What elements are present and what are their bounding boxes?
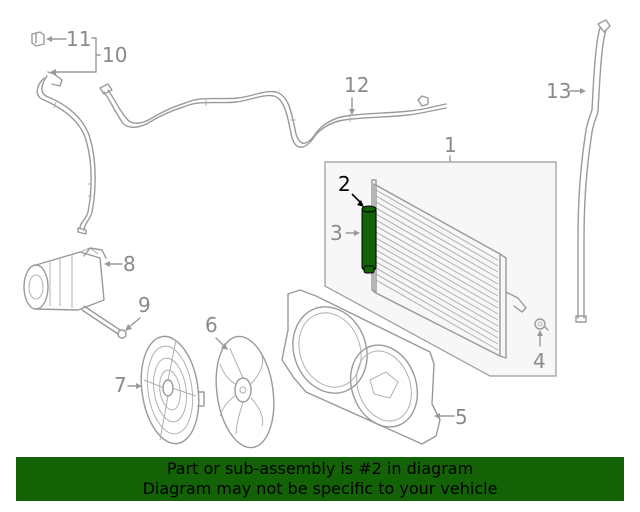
- part-fan-blade-6[interactable]: [209, 333, 280, 452]
- callout-2[interactable]: 2: [338, 172, 364, 207]
- callout-8-label: 8: [123, 252, 136, 276]
- condenser-fins: [375, 189, 499, 351]
- info-banner: Part or sub-assembly is #2 in diagram Di…: [16, 457, 624, 501]
- part-receiver-drier-2[interactable]: [361, 205, 377, 274]
- callout-8[interactable]: 8: [104, 252, 136, 276]
- part-condenser-1[interactable]: [324, 161, 557, 377]
- part-fan-guard-7[interactable]: [135, 333, 205, 448]
- callout-12-label: 12: [344, 73, 369, 97]
- part-hose-10[interactable]: [36, 71, 96, 235]
- callout-3[interactable]: 3: [330, 221, 360, 245]
- banner-line-part: Part or sub-assembly is #2 in diagram: [166, 459, 474, 478]
- callout-10[interactable]: 10: [50, 37, 127, 75]
- part-fitting-4[interactable]: [534, 318, 549, 331]
- callout-7-label: 7: [114, 373, 127, 397]
- callout-3-label: 3: [330, 221, 343, 245]
- part-bolt-9[interactable]: [81, 305, 127, 339]
- callout-5[interactable]: 5: [434, 405, 468, 429]
- callout-9-label: 9: [138, 293, 151, 317]
- callout-13[interactable]: 13: [546, 79, 586, 103]
- callout-11[interactable]: 11: [46, 27, 91, 51]
- callout-6[interactable]: 6: [205, 313, 228, 350]
- part-compressor-8[interactable]: [23, 247, 107, 311]
- part-fan-shroud-5[interactable]: [281, 289, 441, 445]
- part-cap-11[interactable]: [31, 31, 45, 47]
- callout-10-label: 10: [102, 43, 127, 67]
- callout-4[interactable]: 4: [533, 330, 546, 373]
- callout-1[interactable]: 1: [444, 133, 457, 163]
- callout-6-label: 6: [205, 313, 218, 337]
- callout-7[interactable]: 7: [114, 373, 142, 397]
- part-tube-13[interactable]: [575, 19, 611, 323]
- callout-9[interactable]: 9: [125, 293, 151, 331]
- callout-13-label: 13: [546, 79, 571, 103]
- callout-5-label: 5: [455, 405, 468, 429]
- part-line-12[interactable]: [99, 83, 447, 148]
- callout-2-label: 2: [338, 172, 351, 196]
- callout-11-label: 11: [66, 27, 91, 51]
- callout-1-label: 1: [444, 133, 457, 157]
- callout-4-label: 4: [533, 349, 546, 373]
- callout-12[interactable]: 12: [344, 73, 369, 115]
- banner-line-disclaimer: Diagram may not be specific to your vehi…: [142, 479, 498, 498]
